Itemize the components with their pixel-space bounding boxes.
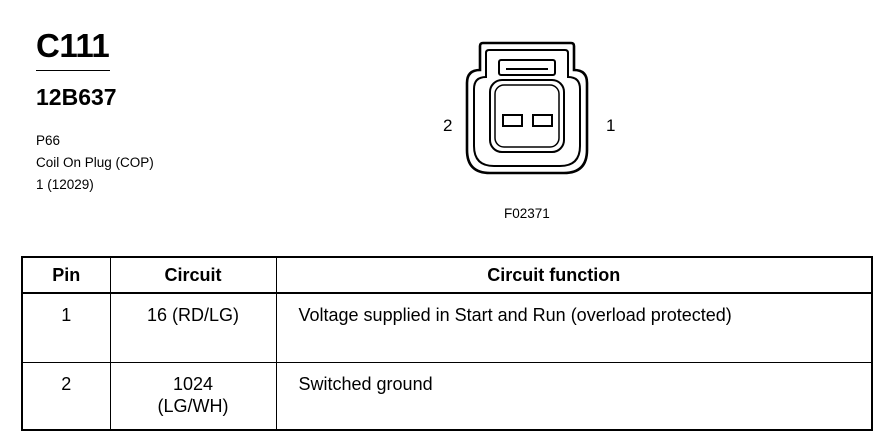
pin-label-1: 1 [606,116,616,135]
function-cell: Switched ground [275,362,873,431]
table-row: 2 1024 (LG/WH) Switched ground [21,362,873,431]
function-cell: Voltage supplied in Start and Run (overl… [275,292,873,363]
header-circuit-function: Circuit function [275,256,873,294]
figure-id: F02371 [504,206,550,221]
connector-outer-shell [465,41,589,175]
terminal-cavity-inner [494,84,560,148]
circuit-cell: 16 (RD/LG) [109,292,277,363]
circuit-line: 1024 [172,374,214,394]
circuit-line: 16 (RD/LG) [146,305,240,325]
connector-code: P66 [36,133,61,148]
connector-face-diagram [465,41,589,175]
component-name: Coil On Plug (COP) [36,155,154,170]
pin-cell: 1 [21,292,111,363]
table-header-row: Pin Circuit Circuit function [21,256,873,294]
pin-1-terminal [532,114,553,127]
pin-2-terminal [502,114,523,127]
locking-tab [498,59,556,76]
connector-id: C111 [36,27,110,64]
part-number: 12B637 [36,84,117,110]
table-row: 1 16 (RD/LG) Voltage supplied in Start a… [21,292,873,363]
pin-cell: 2 [21,362,111,431]
header-pin: Pin [21,256,111,294]
pinout-table: Pin Circuit Circuit function 1 16 (RD/LG… [21,256,873,431]
header-circuit: Circuit [109,256,277,294]
component-count: 1 (12029) [36,177,94,192]
title-underline [36,70,110,71]
pin-label-2: 2 [443,116,453,135]
terminal-cavity-block [489,79,565,153]
connector-inner-shell [473,49,581,167]
circuit-line: (LG/WH) [157,396,229,416]
circuit-cell: 1024 (LG/WH) [109,362,277,431]
